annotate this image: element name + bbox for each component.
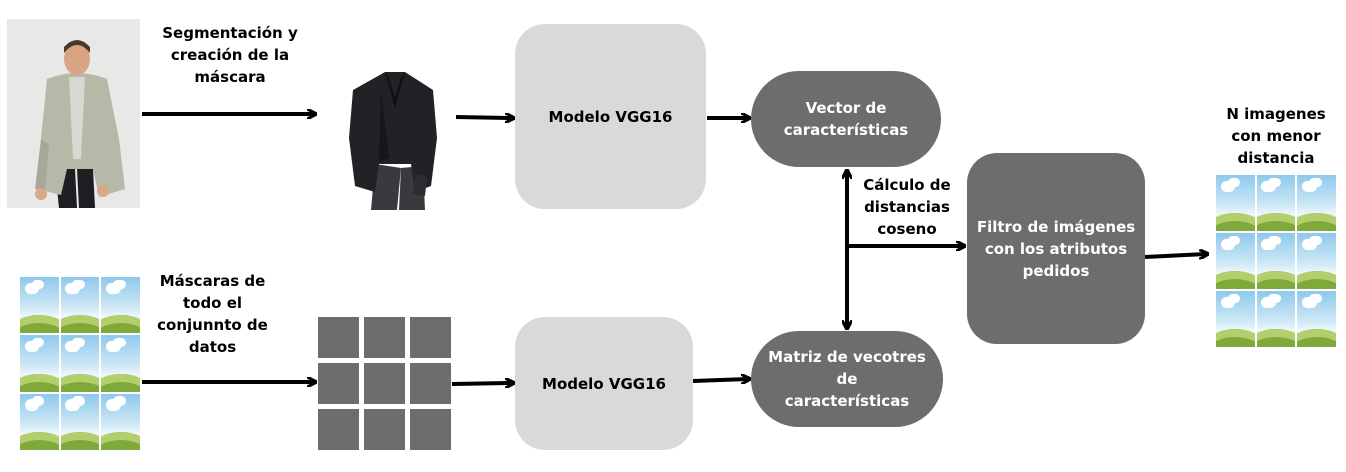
landscape-thumbnail-icon <box>60 393 100 450</box>
arrow-filter-to-results <box>1144 254 1206 257</box>
landscape-thumbnail-icon <box>1297 175 1336 231</box>
vgg16-model-bottom: Modelo VGG16 <box>515 317 693 450</box>
feature-matrix-grid-icon <box>318 317 451 450</box>
vgg16-model-top: Modelo VGG16 <box>515 24 706 209</box>
landscape-thumbnail-icon <box>20 393 59 450</box>
jacket-silhouette-icon <box>349 72 437 210</box>
landscape-thumbnail-icon <box>1297 233 1336 289</box>
arrow-mask-to-vgg <box>455 117 512 118</box>
n-images-label: N imagenes con menor distancia <box>1226 105 1326 167</box>
arrow-matrix-to-vgg <box>451 383 512 384</box>
input-photo <box>7 19 140 208</box>
landscape-thumbnail-icon <box>1216 291 1255 347</box>
landscape-thumbnail-icon <box>1256 175 1296 231</box>
landscape-thumbnail-icon <box>1256 233 1296 289</box>
masks-dataset-label: Máscaras de todo el conjunnto de datos <box>157 272 268 356</box>
results-thumbnail-grid <box>1216 175 1336 347</box>
landscape-thumbnail-icon <box>101 393 140 450</box>
landscape-thumbnail-icon <box>1256 291 1296 347</box>
filter-box: Filtro de imágenes con los atributos ped… <box>967 153 1145 344</box>
mask-silhouette <box>345 68 440 210</box>
feature-vector-box: Vector de características <box>751 71 941 167</box>
landscape-thumbnail-icon <box>60 335 100 392</box>
landscape-thumbnail-icon <box>1297 291 1336 347</box>
arrow-vgg-to-matrixbox <box>692 379 748 381</box>
landscape-thumbnail-icon <box>1216 233 1255 289</box>
landscape-thumbnail-icon <box>101 335 140 392</box>
landscape-thumbnail-icon <box>1216 175 1255 231</box>
dataset-thumbnail-grid <box>20 277 140 450</box>
landscape-thumbnail-icon <box>101 277 140 334</box>
landscape-thumbnail-icon <box>20 335 59 392</box>
landscape-thumbnail-icon <box>60 277 100 334</box>
feature-matrix-box: Matriz de vecotres de características <box>751 331 943 427</box>
segmentation-label: Segmentación y creación de la máscara <box>162 24 298 86</box>
person-photo-icon <box>7 19 140 208</box>
landscape-thumbnail-icon <box>20 277 59 334</box>
cosine-distance-label: Cálculo de distancias coseno <box>863 176 951 238</box>
